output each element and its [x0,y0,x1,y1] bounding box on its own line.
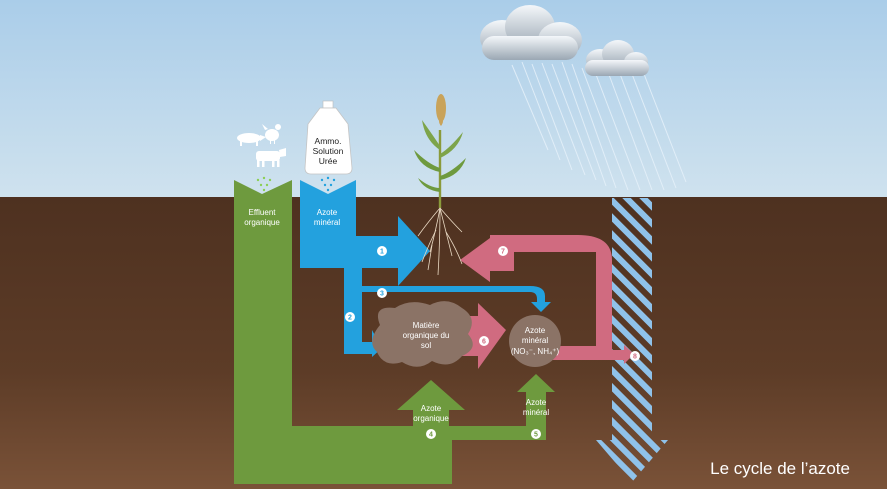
effluent-label-line1: Effluent [249,208,277,217]
azote-mineral-top-line1: Azote [317,208,338,217]
pool-label-line3: (NO₃⁻, NH₄⁺) [511,347,560,356]
svg-text:2: 2 [348,315,352,322]
step-marker-7: 7 [498,246,508,256]
svg-text:5: 5 [534,432,538,439]
azote-organique-line1: Azote [421,404,442,413]
azote-mineral-small-line1: Azote [526,398,547,407]
cloud-icon [585,40,649,76]
effluent-drops [256,176,272,192]
step-marker-8: 8 [630,351,640,361]
step-marker-5: 5 [531,429,541,439]
chicken-icon [262,124,281,144]
step-marker-4: 4 [426,429,436,439]
azote-organique-line2: organique [413,414,449,423]
svg-text:7: 7 [501,249,505,256]
fertilizer-label-line1: Ammo. [315,136,342,146]
wheat-plant-icon [414,94,466,276]
matiere-label-line1: Matière [413,321,440,330]
green-flow-organic [234,180,555,484]
cow-icon [256,148,286,167]
effluent-label-line2: organique [244,218,280,227]
azote-mineral-top-line2: minéral [314,218,340,227]
diagram-title: Le cycle de l’azote [710,459,850,478]
blue-flow-mineral [300,180,551,357]
svg-text:1: 1 [380,249,384,256]
fertilizer-bottle-icon: Ammo. Solution Urée [304,100,353,175]
step-marker-3: 3 [377,288,387,298]
step-marker-6: 6 [479,336,489,346]
pig-icon [237,133,266,146]
pool-label-line2: minéral [522,336,548,345]
step-marker-2: 2 [345,312,355,322]
svg-text:6: 6 [482,339,486,346]
fertilizer-label-line3: Urée [319,156,338,166]
mineral-nitrogen-pool [509,315,561,367]
matiere-label-line3: sol [421,341,431,350]
fertilizer-drops [320,176,336,192]
azote-mineral-small-line2: minéral [523,408,549,417]
soil-organic-matter [372,301,473,367]
step-marker-1: 1 [377,246,387,256]
svg-text:4: 4 [429,432,433,439]
rain-icon [511,61,687,191]
fertilizer-label-line2: Solution [313,146,344,156]
pool-label-line1: Azote [525,326,546,335]
matiere-label-line2: organique du [403,331,450,340]
cloud-icon [480,5,582,60]
svg-text:8: 8 [633,354,637,361]
svg-text:3: 3 [380,291,384,298]
